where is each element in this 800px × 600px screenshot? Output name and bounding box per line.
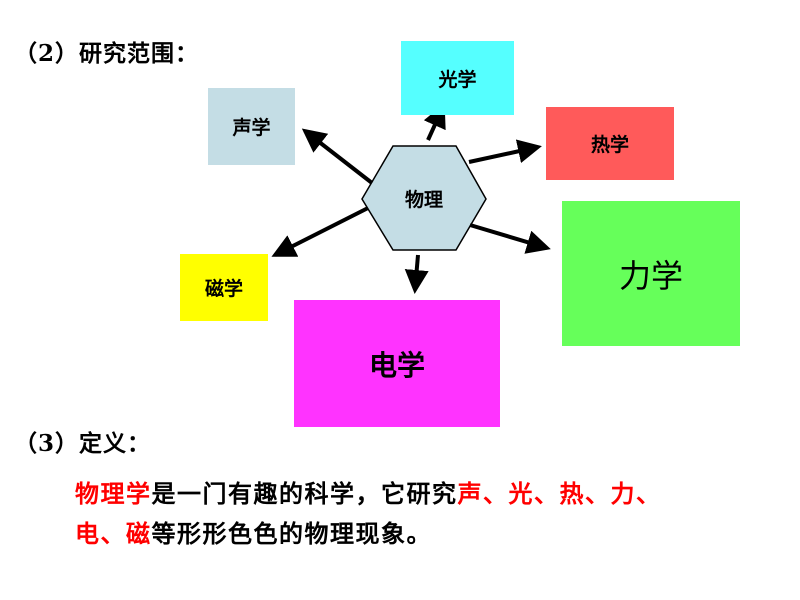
definition-line-2: 电、磁等形形色色的物理现象。 <box>75 514 432 549</box>
center-label: 物理 <box>404 188 443 211</box>
node-electricity: 电学 <box>294 300 500 427</box>
node-thermodynamics: 热学 <box>546 107 674 180</box>
arrow-to-ci <box>271 206 369 257</box>
node-label: 电学 <box>368 348 425 382</box>
arrow-to-sheng <box>301 128 374 185</box>
definition-line-1: 物理学是一门有趣的科学，它研究声、光、热、力、 <box>75 474 662 509</box>
arrow-to-dian <box>404 254 429 294</box>
node-label: 热学 <box>590 134 629 156</box>
definition-segment: 声、光、热、力、 <box>457 479 662 508</box>
section-heading-scope: （2）研究范围： <box>14 40 200 67</box>
definition-segment: 电、磁 <box>75 519 152 548</box>
section-heading-definition: （3）定义： <box>14 430 152 457</box>
node-label: 光学 <box>438 68 477 91</box>
definition-segment: 等形形色色的物理现象。 <box>151 519 432 548</box>
node-label: 力学 <box>618 256 683 295</box>
arrow-to-re <box>468 139 542 164</box>
center-hexagon <box>361 145 487 251</box>
node-magnetism: 磁学 <box>180 254 268 321</box>
definition-segment: 是一门有趣的科学，它研究 <box>151 479 458 508</box>
node-mechanics: 力学 <box>562 201 740 346</box>
node-label: 磁学 <box>204 278 243 300</box>
node-acoustics: 声学 <box>208 88 295 165</box>
definition-segment: 物理学 <box>75 479 152 508</box>
node-label: 声学 <box>232 117 271 139</box>
arrow-to-li <box>469 223 551 254</box>
node-optics: 光学 <box>401 41 514 115</box>
